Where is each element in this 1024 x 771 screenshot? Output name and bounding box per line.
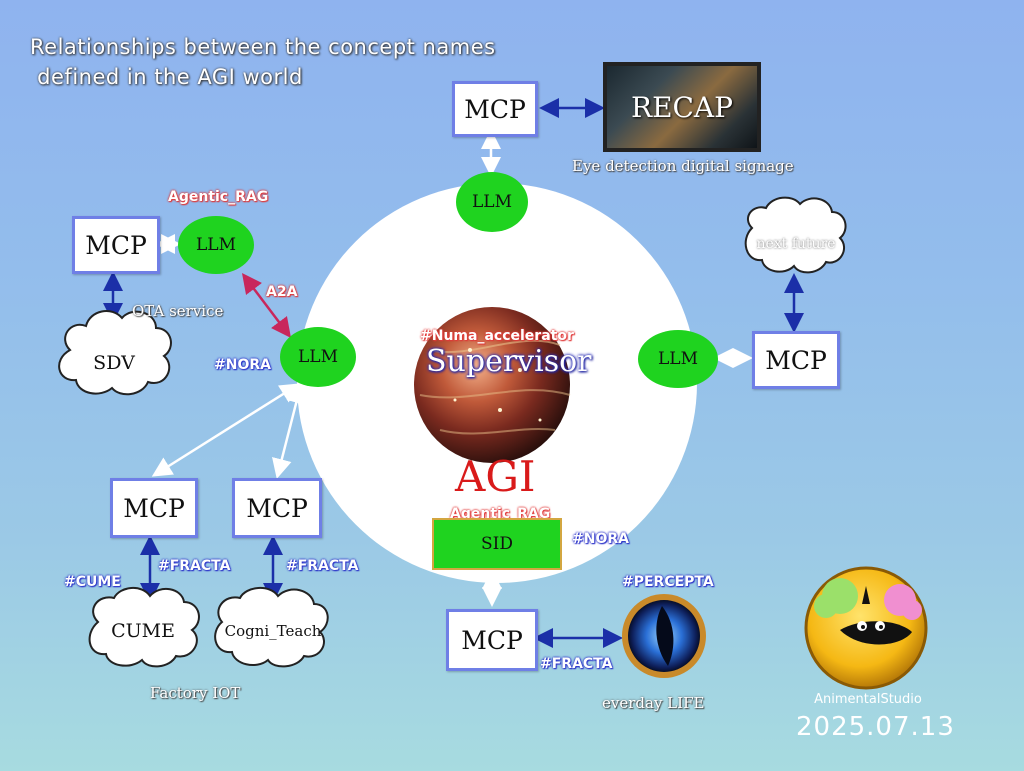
recap-signage: RECAP (603, 62, 761, 152)
mcp-box-factory-right: MCP (232, 478, 322, 538)
cloud-sdv (58, 310, 172, 396)
signage-caption: Eye detection digital signage (572, 157, 794, 175)
recap-label: RECAP (630, 90, 733, 124)
studio-name: AnimentalStudio (814, 692, 922, 707)
eye-icon (622, 594, 706, 678)
percepta-tag: #PERCEPTA (622, 574, 714, 590)
nora-tag-bottom: #NORA (572, 531, 629, 547)
supervisor-label: Supervisor (426, 344, 592, 379)
mcp-box-left-upper-label: MCP (85, 230, 147, 260)
agi-label: AGI (455, 452, 536, 501)
llm-node-right-label: LLM (658, 349, 698, 369)
numa-accelerator-tag: #Numa_accelerator (420, 328, 574, 344)
llm-node-left-upper-label: LLM (196, 235, 236, 255)
fracta-tag-bottom: #FRACTA (540, 656, 613, 672)
animental-studio-logo (804, 566, 928, 690)
mcp-box-left-upper: MCP (72, 216, 160, 274)
cloud-cume (88, 587, 200, 668)
cloud-cogni-teach (214, 587, 329, 668)
mcp-box-bottom: MCP (446, 609, 538, 671)
next-future-label: next future (756, 236, 836, 252)
arrow-llm-factory-mcp-right (272, 383, 306, 479)
factory-iot-caption: Factory IOT (150, 684, 241, 702)
ota-service-caption: OTA service (132, 302, 224, 320)
nora-tag-left: #NORA (214, 357, 271, 373)
sid-label: SID (481, 534, 513, 554)
mcp-box-factory-right-label: MCP (246, 493, 308, 523)
cogni-teach-label: Cogni_Teach (224, 622, 322, 640)
a2a-tag: A2A (266, 284, 298, 300)
sid-node: SID (432, 518, 562, 570)
fracta-tag-factory-right: #FRACTA (286, 558, 359, 574)
sdv-label: SDV (93, 352, 135, 374)
mcp-box-factory-left-label: MCP (123, 493, 185, 523)
llm-node-right: LLM (638, 330, 718, 388)
title-line-2: defined in the AGI world (30, 65, 303, 89)
mcp-box-factory-left: MCP (110, 478, 198, 538)
cloud-next-future (744, 196, 847, 274)
mcp-box-right-label: MCP (765, 345, 827, 375)
llm-node-left-center-label: LLM (298, 347, 338, 367)
llm-node-left-center: LLM (280, 327, 356, 387)
everyday-life-caption: everday LIFE (602, 694, 705, 712)
supervisor-sphere (414, 307, 571, 463)
agentic-rag-tag-left: Agentic_RAG (168, 189, 269, 205)
arrow-llm-factory-mcp-left (151, 383, 301, 477)
cume-label: CUME (111, 620, 175, 642)
title-line-1: Relationships between the concept names (30, 35, 496, 59)
date-label: 2025.07.13 (796, 712, 955, 742)
cume-tag: #CUME (64, 574, 121, 590)
mcp-box-bottom-label: MCP (461, 625, 523, 655)
llm-node-top: LLM (456, 172, 528, 232)
mcp-box-top-label: MCP (464, 94, 526, 124)
llm-node-top-label: LLM (472, 192, 512, 212)
fracta-tag-factory-left: #FRACTA (158, 558, 231, 574)
llm-node-left-upper: LLM (178, 216, 254, 274)
arrow-a2a (241, 273, 292, 338)
diagram-title: Relationships between the concept names … (30, 32, 496, 92)
mcp-box-top: MCP (452, 81, 538, 137)
mcp-box-right: MCP (752, 331, 840, 389)
